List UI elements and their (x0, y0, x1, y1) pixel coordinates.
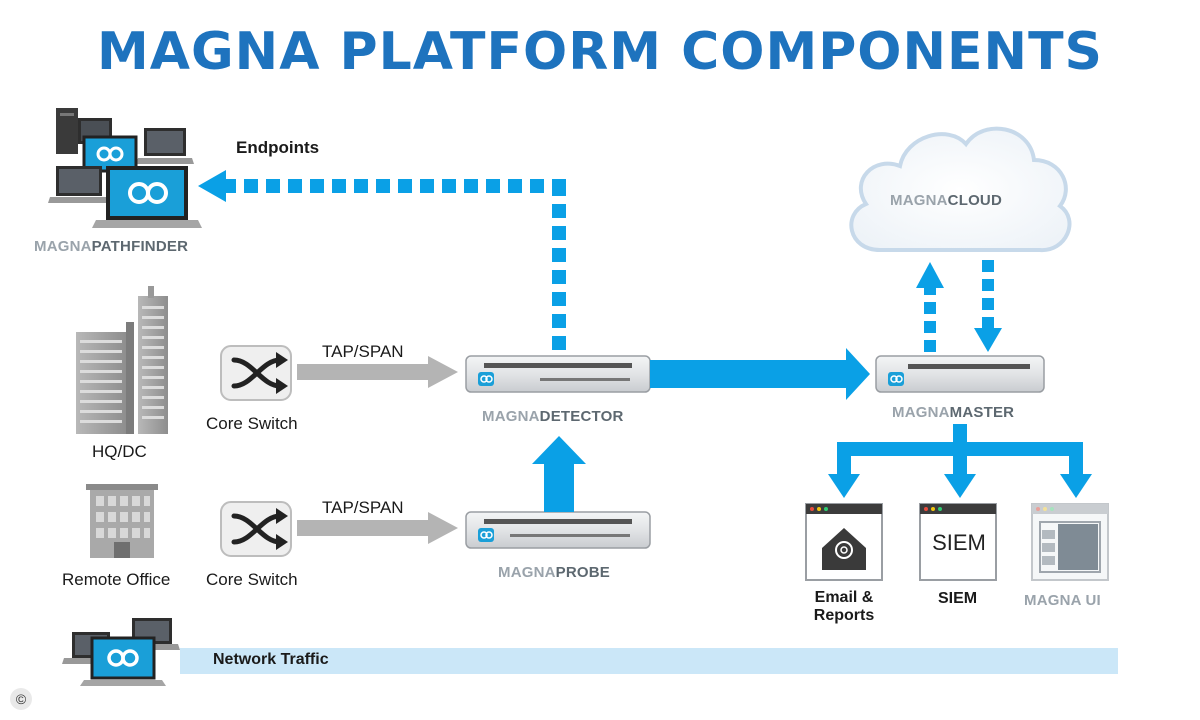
siem-screen-text: SIEM (932, 530, 986, 555)
core-switch-label: Core Switch (206, 414, 298, 433)
endpoints-cluster-icon (48, 108, 202, 228)
dashed-arrow-to-endpoints (226, 179, 566, 350)
cloud-icon (849, 126, 1072, 253)
magna-ui-label: MAGNA UI (1024, 592, 1101, 609)
copyright-badge: © (10, 688, 32, 710)
remote-office-label: Remote Office (62, 570, 171, 589)
network-switch-icon (220, 345, 292, 401)
tap-span-label: TAP/SPAN (322, 498, 404, 517)
master-distribution-arrows (828, 424, 1092, 498)
appliance-icon (875, 355, 1045, 393)
appliance-icon (465, 511, 651, 549)
email-reports-label: Email & Reports (813, 589, 875, 624)
tap-span-arrow (297, 512, 458, 544)
probe-to-detector-arrow (532, 436, 586, 512)
detector-to-master-arrow (650, 348, 870, 400)
network-traffic-label: Network Traffic (213, 651, 329, 668)
appliance-icon (465, 355, 651, 393)
hq-dc-label: HQ/DC (92, 442, 147, 461)
building-icon (76, 286, 168, 434)
tap-span-arrow (297, 356, 458, 388)
endpoints-label: Endpoints (236, 138, 320, 157)
network-traffic-bar (180, 648, 1118, 674)
cloud-to-master-arrow (974, 260, 1002, 352)
probe-label: MAGNAPROBE (498, 564, 611, 581)
office-building-icon (86, 484, 158, 558)
core-switch-label: Core Switch (206, 570, 298, 589)
siem-label: SIEM (938, 590, 978, 607)
pathfinder-label: MAGNAPATHFINDER (34, 238, 189, 255)
diagram-title: MAGNA PLATFORM COMPONENTS (97, 22, 1103, 82)
ui-window-icon (1031, 503, 1109, 581)
siem-monitor-icon (919, 503, 997, 581)
tap-span-label: TAP/SPAN (322, 342, 404, 361)
email-icon (805, 503, 883, 581)
detector-label: MAGNADETECTOR (482, 408, 624, 425)
cloud-label: MAGNACLOUD (890, 192, 1002, 209)
master-label: MAGNAMASTER (892, 404, 1015, 421)
network-switch-icon (220, 501, 292, 557)
laptop-icon (62, 618, 180, 686)
master-to-cloud-arrow (916, 262, 944, 352)
